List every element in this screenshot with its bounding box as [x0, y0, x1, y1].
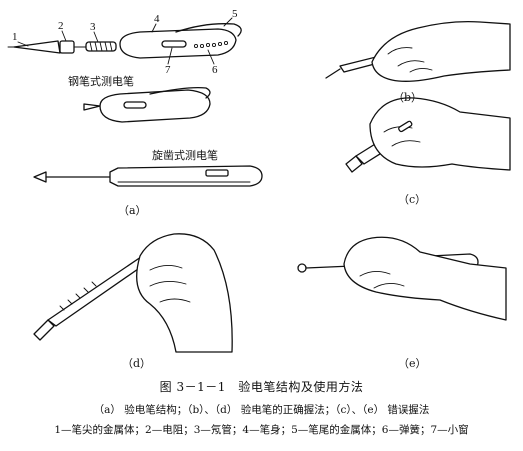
- screwdriver-pen-label: 旋凿式测电笔: [152, 149, 218, 162]
- part-number-5: 5: [232, 8, 238, 20]
- hand-grip-b: [325, 20, 511, 82]
- fountain-pen-label: 钢笔式测电笔: [68, 75, 134, 88]
- hand-grip-d: [33, 233, 233, 353]
- exploded-pen-structure: [7, 17, 242, 65]
- fountain-pen-tester: [83, 86, 211, 123]
- part-number-3: 3: [90, 21, 96, 33]
- figure-caption-line-1: （a） 验电笔结构；（b）、（d） 验电笔的正确握法；（c）、（e） 错误握法: [93, 404, 430, 416]
- hand-grip-e: [297, 236, 507, 321]
- subfigure-label-a: （a）: [118, 204, 147, 217]
- part-number-6: 6: [212, 64, 218, 76]
- hand-grip-c: [345, 97, 511, 173]
- screwdriver-tester: [33, 165, 263, 187]
- subfigure-label-c: （c）: [398, 193, 427, 206]
- figure-caption-line-2: 1—笔尖的金属体；2—电阻；3—氖管；4—笔身；5—笔尾的金属体；6—弹簧；7—…: [54, 424, 469, 436]
- subfigure-label-b: （b）: [393, 91, 423, 104]
- subfigure-label-d: （d）: [122, 357, 152, 370]
- figure-caption-title: 图 3－1－1 验电笔结构及使用方法: [159, 380, 364, 394]
- part-number-2: 2: [58, 20, 64, 32]
- part-number-7: 7: [165, 64, 171, 76]
- part-number-1: 1: [12, 31, 18, 43]
- subfigure-label-e: （e）: [398, 357, 427, 370]
- part-number-4: 4: [154, 13, 160, 25]
